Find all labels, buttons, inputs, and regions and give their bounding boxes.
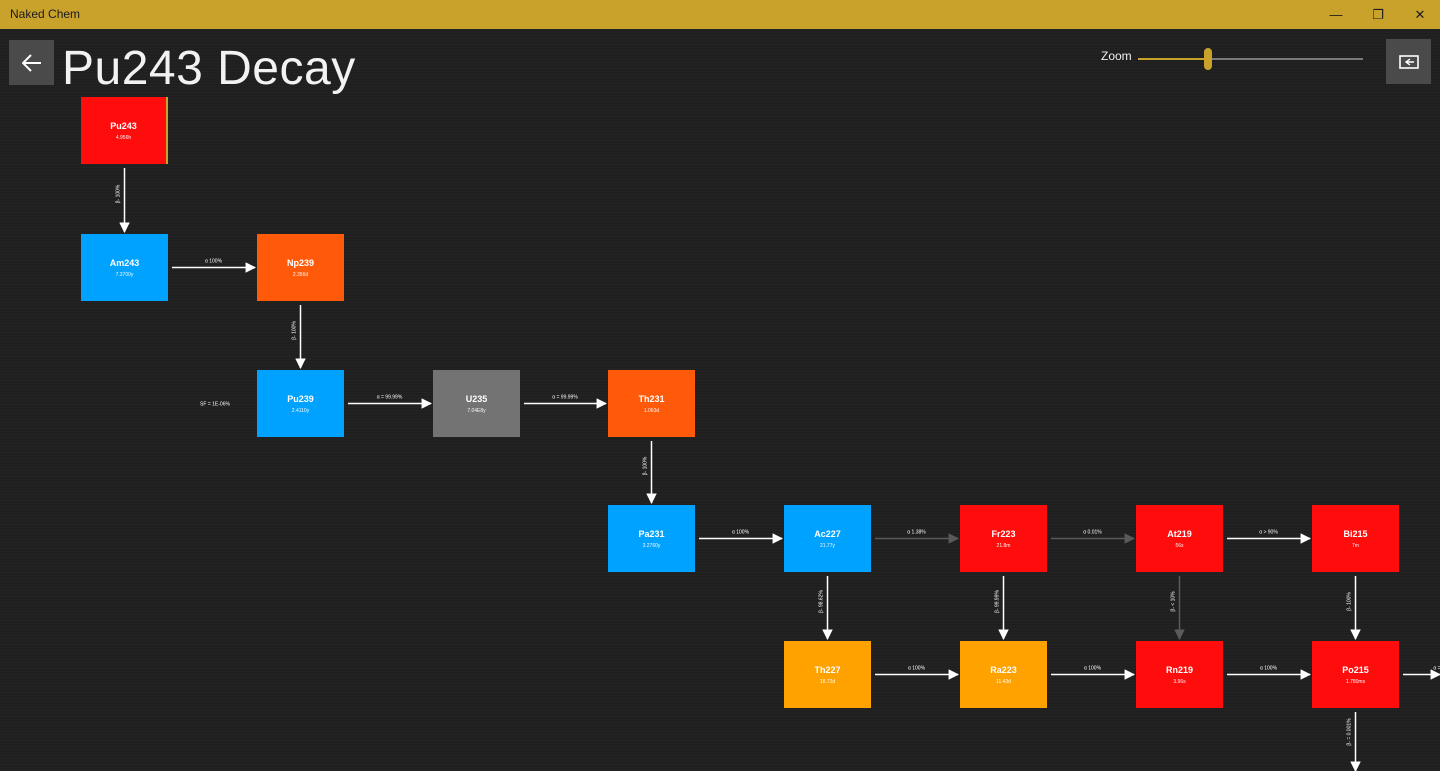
nuclide-halflife: 7m [1352,542,1359,549]
close-icon: ✕ [1414,6,1426,22]
nuclide-name: Bi215 [1343,528,1368,539]
nuclide-name: Np239 [286,257,314,268]
nuclide-name: U235 [465,393,488,404]
decay-label: β- 98.62% [819,590,825,613]
nuclide-node-po215[interactable]: Po215 1.780ms [1312,641,1399,708]
nuclide-name: Am243 [109,257,140,268]
fit-to-screen-button[interactable] [1386,39,1431,84]
decay-label: α 100% [1084,666,1102,672]
title-bar: Naked Chem — ❐ ✕ [0,0,1440,29]
zoom-slider-fill [1138,58,1208,60]
decay-links: β- 100% α 100% β- 100% α = 99.99% α = 99.99%… [116,168,1440,771]
decay-label: α 0.01% [1083,530,1102,536]
nuclide-halflife: 21.8m [996,542,1011,549]
decay-label-stub: β- = 0.001% [1347,718,1353,746]
nuclide-name: Ra223 [990,664,1017,675]
decay-label: β- 100% [1347,592,1353,611]
nuclide-name: Ac227 [814,528,841,539]
nuclide-node-th227[interactable]: Th227 18.72d [784,641,871,708]
zoom-slider-thumb[interactable] [1203,48,1212,70]
nuclide-node-ra223[interactable]: Ra223 11.43d [960,641,1047,708]
decay-label-stub: SF = 1E-06% [200,402,230,408]
nuclide-halflife: 4.956h [115,134,132,141]
decay-label: α 100% [1260,666,1278,672]
app-title: Naked Chem [10,7,81,21]
nuclide-name: Th231 [638,393,665,404]
nuclide-node-th231[interactable]: Th231 1.063d [608,370,695,437]
decay-label-stub: α = 9 [1433,666,1440,672]
restore-icon: ❐ [1372,6,1384,22]
nuclide-halflife: 21.77y [819,542,835,549]
zoom-slider[interactable] [1138,48,1363,70]
close-button[interactable]: ✕ [1397,0,1440,29]
decay-label: α 100% [205,259,223,265]
nuclide-name: Pa231 [638,528,665,539]
nuclide-halflife: 2.4110y [291,407,310,414]
nuclide-name: Th227 [814,664,841,675]
nuclide-name: Fr223 [991,528,1016,539]
nuclide-node-u235[interactable]: U235 7.04E8y [433,370,520,437]
nuclide-node-pa231[interactable]: Pa231 3.2760y [608,505,695,572]
nuclide-node-pu239[interactable]: Pu239 2.4110y [257,370,344,437]
nuclide-node-pu243[interactable]: Pu243 4.956h [81,97,168,164]
decay-chain-canvas[interactable]: β- 100% α 100% β- 100% α = 99.99% α = 99.99%… [0,29,1440,771]
nuclide-node-bi215[interactable]: Bi215 7m [1312,505,1399,572]
zoom-label: Zoom [1101,49,1132,63]
decay-label: β- < 10% [1171,591,1177,612]
nuclide-halflife: 1.780ms [1345,678,1366,685]
minimize-button[interactable]: — [1313,0,1359,29]
nuclide-name: At219 [1167,528,1192,539]
nuclide-node-rn219[interactable]: Rn219 3.96s [1136,641,1223,708]
nuclide-node-fr223[interactable]: Fr223 21.8m [960,505,1047,572]
nuclide-halflife: 7.3700y [115,271,134,278]
decay-label: α 100% [908,666,926,672]
decay-label: α > 90% [1259,530,1278,536]
decay-label: α = 99.99% [377,395,403,401]
nuclide-name: Pu243 [110,120,137,131]
nuclide-node-at219[interactable]: At219 56s [1136,505,1223,572]
nuclide-halflife: 3.2760y [642,542,661,549]
nuclide-name: Po215 [1342,664,1369,675]
nuclide-halflife: 56s [1175,542,1184,549]
decay-label: α 1.38% [907,530,926,536]
nuclide-node-am243[interactable]: Am243 7.3700y [81,234,168,301]
decay-label: α 100% [732,530,750,536]
nuclide-halflife: 1.063d [643,407,660,414]
minimize-icon: — [1329,7,1343,22]
fit-to-screen-icon [1398,54,1419,69]
decay-label: β- 99.99% [995,590,1001,613]
nuclide-name: Pu239 [287,393,314,404]
nuclide-node-np239[interactable]: Np239 2.356d [257,234,344,301]
nuclide-node-ac227[interactable]: Ac227 21.77y [784,505,871,572]
back-button[interactable] [9,40,54,85]
arrow-left-icon [21,53,41,72]
decay-label: β- 100% [116,184,122,203]
nuclide-halflife: 7.04E8y [467,407,486,414]
decay-label: β- 100% [292,321,298,340]
nuclide-name: Rn219 [1165,664,1193,675]
nuclide-halflife: 11.43d [996,678,1011,685]
decay-label: α = 99.99% [552,395,578,401]
decay-label: β- 100% [643,456,649,475]
page-title: Pu243 Decay [62,42,356,95]
restore-button[interactable]: ❐ [1355,0,1401,29]
nuclide-halflife: 2.356d [292,271,309,278]
nuclide-halflife: 18.72d [819,678,836,685]
nuclide-halflife: 3.96s [1173,678,1186,685]
